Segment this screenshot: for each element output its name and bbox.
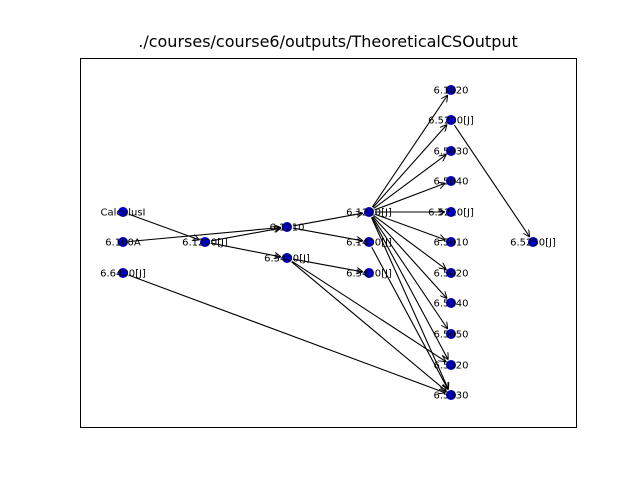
node-6_6400 — [118, 268, 128, 278]
node-label-6_5050: 6.5050 — [434, 330, 469, 341]
node-6_100a — [118, 237, 128, 247]
node-label-6_5010: 6.5010 — [434, 238, 469, 249]
node-6_5020 — [446, 268, 456, 278]
node-6_5210 — [446, 207, 456, 217]
edge-6_1220-to-6_5020 — [373, 215, 446, 270]
node-6_1200 — [200, 237, 210, 247]
nodes-layer — [118, 85, 538, 400]
node-6_1820 — [446, 85, 456, 95]
figure-title: ./courses/course6/outputs/TheoreticalCSO… — [138, 32, 518, 51]
node-6_5330 — [446, 390, 456, 400]
node-6_5200a — [446, 115, 456, 125]
plot-frame — [80, 58, 577, 428]
node-label-6_5320: 6.5320 — [434, 361, 469, 372]
edge-6_1220-to-6_5040 — [374, 183, 446, 211]
edge-6_1210-to-6_1400 — [292, 227, 363, 241]
node-label-6_1210: 6.1210 — [270, 223, 305, 234]
labels-layer: CalculusI 6.100A 6.6400[J] 6.1200[J] 6.1210 6… — [100, 86, 556, 402]
node-label-6_5020: 6.5020 — [434, 269, 469, 280]
node-6_5050 — [446, 329, 456, 339]
edges-layer — [128, 95, 530, 393]
edge-6_6400-to-6_5330 — [128, 274, 446, 393]
edge-6_1400-to-6_5330 — [371, 247, 448, 389]
node-6_5400 — [282, 253, 292, 263]
node-label-6_6400: 6.6400[J] — [100, 269, 146, 280]
edge-6_1220-to-6_5330 — [370, 217, 449, 390]
node-6_1210 — [282, 222, 292, 232]
edge-6_5400-to-6_5320 — [291, 260, 446, 361]
edge-6_100a-to-6_1210 — [128, 228, 281, 243]
node-6_1400 — [364, 237, 374, 247]
edge-6_1220-to-6_5200a — [372, 125, 447, 208]
node-label-6_1820: 6.1820 — [434, 86, 469, 97]
edge-6_1200-to-6_1210 — [210, 228, 281, 242]
node-label-6_5040: 6.5040 — [434, 177, 469, 188]
edge-6_1220-to-6_5320 — [371, 217, 448, 359]
node-label-6_5210: 6.5210[J] — [428, 208, 474, 219]
node-6_5340 — [446, 298, 456, 308]
node-6_1220 — [364, 207, 374, 217]
edge-6_5200a-to-6_5250 — [453, 124, 529, 237]
edge-6_1220-to-6_5030 — [373, 155, 446, 209]
node-label-6_5330: 6.5330 — [434, 391, 469, 402]
node-6_5040 — [446, 176, 456, 186]
node-label-6_5030: 6.5030 — [434, 147, 469, 158]
node-label-6_1400: 6.1400[J] — [346, 238, 392, 249]
edge-6_1200-to-6_5400 — [210, 242, 281, 257]
node-6_5030 — [446, 146, 456, 156]
node-6_5320 — [446, 360, 456, 370]
edge-6_1220-to-6_1820 — [371, 95, 447, 208]
edge-6_1220-to-6_5340 — [372, 216, 447, 299]
edge-6_1210-to-6_1220 — [292, 213, 363, 227]
node-6_5250 — [528, 237, 538, 247]
edge-6_5400-to-6_5410 — [292, 258, 363, 272]
edge-6_1220-to-6_5010 — [374, 213, 446, 240]
node-label-6_1200: 6.1200[J] — [182, 238, 228, 249]
node-calc1 — [118, 207, 128, 217]
node-label-6_5410: 6.5410[J] — [346, 269, 392, 280]
node-label-calc1: CalculusI — [101, 208, 146, 219]
node-label-6_5200a: 6.5200[J] — [428, 116, 474, 127]
node-label-6_5250: 6.5250[J] — [510, 238, 556, 249]
node-label-6_5340: 6.5340 — [434, 299, 469, 310]
edge-6_1220-to-6_5050 — [371, 216, 447, 329]
node-label-6_100a: 6.100A — [105, 238, 141, 249]
node-6_5410 — [364, 268, 374, 278]
node-6_5010 — [446, 237, 456, 247]
node-label-6_1220: 6.1220[J] — [346, 208, 392, 219]
node-label-6_5400: 6.5400[J] — [264, 254, 310, 265]
edge-6_5400-to-6_5330 — [291, 261, 447, 391]
